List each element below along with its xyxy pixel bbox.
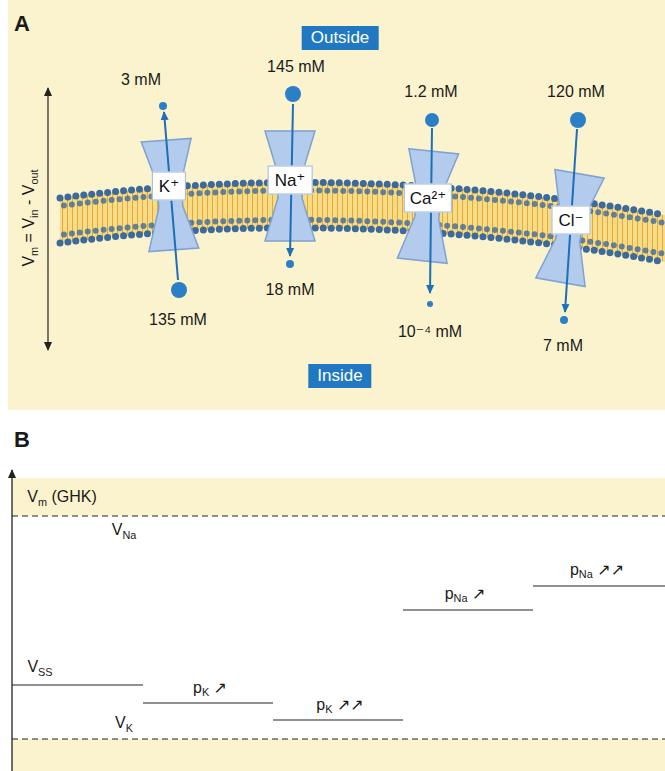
ion-dot: [286, 260, 294, 268]
ion-dot: [159, 102, 167, 110]
region-tag: Outside: [302, 26, 379, 50]
level-line: [403, 609, 533, 610]
channel-label: Ca²⁺: [404, 184, 452, 213]
voltage-label: Vm = Vin - Vout: [20, 169, 39, 266]
dashed-level: [12, 739, 665, 740]
concentration: 135 mM: [149, 311, 207, 329]
level-label: pK ↗↗: [316, 695, 363, 715]
panel-ground: [8, 0, 665, 410]
node-text: Ca²⁺: [410, 188, 446, 209]
level-line: [12, 684, 143, 685]
ion-dot: [427, 301, 433, 307]
level-label: VSS: [27, 658, 52, 677]
node-text: Na⁺: [275, 170, 306, 191]
node-text: K⁺: [159, 176, 179, 197]
node-text: Cl⁻: [558, 210, 583, 231]
level-label: pK ↗: [193, 678, 227, 698]
band: [12, 478, 665, 516]
level-line: [143, 702, 273, 703]
concentration: 1.2 mM: [404, 83, 457, 101]
concentration: 145 mM: [267, 58, 325, 76]
concentration: 10⁻⁴ mM: [398, 322, 462, 341]
level-line: [533, 585, 665, 586]
panel-letter: A: [14, 11, 30, 37]
level-label: pNa ↗↗: [570, 560, 624, 580]
ion-channel: [141, 138, 199, 251]
ion-dot: [171, 282, 187, 298]
concentration: 120 mM: [547, 83, 605, 101]
concentration: 7 mM: [543, 337, 583, 355]
ion-dot: [425, 113, 439, 127]
dashed-level: [12, 516, 665, 517]
level-label: VK: [115, 714, 133, 733]
panel-letter: B: [14, 427, 30, 453]
node-text: Outside: [311, 28, 370, 48]
axis: [11, 470, 12, 771]
ion-dot: [285, 86, 301, 102]
axis-label: Vm (GHK): [27, 488, 97, 507]
ion-dot: [560, 316, 568, 324]
band: [12, 739, 665, 771]
region-tag: Inside: [308, 364, 371, 388]
channel-label: Cl⁻: [551, 206, 590, 235]
channel-label: K⁺: [152, 172, 186, 201]
ion-channel: [536, 169, 604, 286]
level-line: [273, 719, 403, 720]
level-label: pNa ↗: [445, 584, 486, 604]
concentration: 3 mM: [121, 71, 161, 89]
concentration: 18 mM: [266, 281, 315, 299]
voltage-arrow: [47, 88, 48, 350]
channel-label: Na⁺: [268, 166, 313, 195]
ion-channel: [397, 149, 458, 264]
ion-dot: [570, 112, 586, 128]
node-text: Inside: [317, 366, 362, 386]
level-label: VNa: [112, 521, 137, 540]
